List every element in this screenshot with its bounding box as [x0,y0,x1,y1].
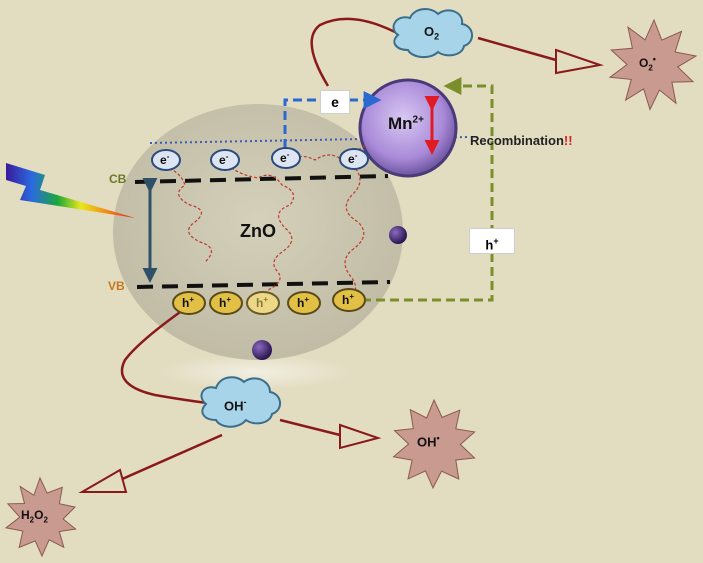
electron-label: e- [219,152,228,167]
hole-symbol: h [297,296,305,310]
electron-transfer-box: e [320,90,350,114]
hole-charge: + [263,295,269,304]
peroxide-h: H [21,508,30,522]
electron-label: e- [280,150,289,165]
conduction-band-line [134,174,389,184]
light-bolt-icon [6,163,135,218]
hydroxyl-reaction-line [279,418,341,437]
superoxide-arrowhead [555,48,604,75]
hole-ellipse [209,291,243,315]
superoxide-symbol: O [639,56,649,70]
peroxide-star-icon [4,476,77,558]
electron-label: e- [160,152,169,167]
electron-charge: - [166,152,170,161]
excitation-path-1 [159,164,212,263]
hole-charge: + [304,295,310,304]
hole-symbol: h [182,296,190,310]
mn-label-base: Mn [388,114,413,133]
o2-subscript: 2 [434,31,440,42]
hydroxide-charge: - [243,397,247,407]
hole-transfer-arrow [362,77,494,302]
zno-label: ZnO [240,221,276,241]
electron-symbol: e [160,153,167,167]
oh-reaction-path [120,303,226,407]
peroxide-o-subscript: 2 [43,515,48,525]
valence-band-line [136,280,391,289]
superoxide-label: O2• [639,54,656,72]
hole-label: h+ [182,295,194,310]
electron-ellipse [151,149,181,171]
superoxide-radical-dot: • [652,54,656,64]
hole-charge: + [226,295,232,304]
electron-charge: - [286,150,290,159]
hole-transfer-box: h+ [469,228,515,254]
electron-charge: - [225,152,229,161]
electron-ellipse [210,149,240,171]
superoxide-reaction-line [477,36,557,62]
hole-transfer-label: h [485,237,494,253]
hole-ellipse [246,291,280,315]
hole-symbol: h [219,296,227,310]
electron-symbol: e [280,151,287,165]
recombination-text: Recombination [470,133,564,148]
recombination-exclamation: !! [563,133,573,148]
electron-ellipse [271,147,301,169]
hydroxide-symbol: OH [224,398,244,414]
hydroxide-cloud-icon [200,376,281,428]
o2-cloud-icon [392,8,473,58]
superoxide-subscript: 2 [648,63,653,73]
ion-dot [252,340,272,360]
electron-transfer-arrow [283,91,382,148]
peroxide-o: O [34,508,44,522]
ion-dot [389,226,407,244]
hole-label: h+ [256,295,268,310]
o2-label: O2 [424,24,439,42]
hole-charge: + [349,292,355,301]
hole-symbol: h [256,296,264,310]
hole-ellipse [172,291,206,315]
hydroxyl-star-icon [392,398,476,490]
electron-symbol: e [348,152,355,166]
cb-label: CB [109,172,127,186]
electron-transfer-label: e [331,94,339,110]
hydroxyl-arrowhead [339,423,382,450]
hole-charge: + [189,295,195,304]
vb-label: VB [108,279,125,293]
electron-symbol: e [219,153,226,167]
electron-charge: - [354,151,358,160]
peroxide-h-subscript: 2 [29,515,35,525]
superoxide-star-icon [608,18,698,111]
hydroxyl-radical-dot: • [436,433,440,443]
excitation-path-2 [226,164,295,291]
o2-symbol: O [424,24,435,39]
hole-label: h+ [297,295,309,310]
electron-label: e- [348,151,357,166]
peroxide-reaction-line [119,433,223,482]
hole-symbol: h [342,293,350,307]
mn-label: Mn2+ [388,114,424,134]
particle-shadow [155,354,355,390]
excitation-path-4 [344,164,365,299]
hydroxyl-radical-label: OH• [417,433,440,449]
hydroxyl-radical-symbol: OH [417,434,437,450]
hole-label: h+ [219,295,231,310]
mn-label-charge: 2+ [412,114,424,126]
o2-reaction-path [310,17,396,87]
hydroxide-label: OH- [224,397,247,413]
electron-ellipse [339,148,369,170]
hole-label: h+ [342,292,354,307]
hydrogen-peroxide-label: H2O2 [21,508,48,524]
hole-ellipse [287,291,321,315]
hole-transfer-charge: + [493,236,499,246]
hole-ellipse [332,288,366,312]
recombination-label: Recombination!! [470,133,573,148]
peroxide-arrowhead [78,468,128,493]
